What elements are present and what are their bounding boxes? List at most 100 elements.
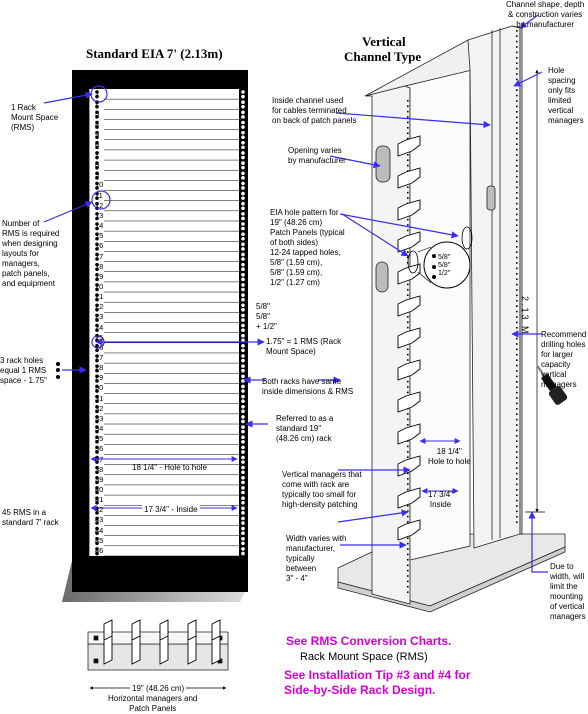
rack-hole-right [241,110,245,115]
rack-hole-left [95,399,99,403]
rack-hole-left [95,531,99,535]
manager-ring [397,455,421,477]
rack-hole-right [241,348,245,353]
rack-hole [516,143,518,145]
rack-hole-left [95,176,99,180]
rack-hole [407,100,409,102]
rack-hole-right [241,419,245,424]
rack-hole [407,575,409,577]
rms-number: 29 [95,373,104,383]
rack-hole [516,300,518,302]
rack-hole [516,278,518,280]
rack-hole [516,175,518,178]
vertical-manager-rings [397,135,421,541]
rack-hole-right [241,206,245,211]
rack-hole-right [241,516,245,521]
link-rms-conversion[interactable]: See RMS Conversion Charts. [286,634,452,648]
label-recommend-drilling: Recommend drilling holes for larger capa… [541,330,587,389]
rack-hole [516,413,518,415]
rack-hole-right [241,409,245,414]
rms-number: 3 [95,109,100,119]
rack-hole-left [95,486,99,490]
annotation-arrows [43,14,548,573]
rack-hole-left [95,490,99,495]
rack-hole [516,273,518,275]
rack-hole [407,456,409,458]
rack-hole-right [241,283,245,287]
label-horizontal-width: 19" (48.26 cm) [130,684,187,694]
rack-hole [407,316,409,318]
rack-hole [407,137,409,140]
label-rms-equation: 1.75" = 1 RMS (Rack Mount Space) [266,337,342,356]
rack-hole [516,246,518,248]
label-rack-mount-space: 1 Rack Mount Space (RMS) [11,103,59,132]
rack-hole [516,499,518,502]
rack-hole-left [95,141,99,145]
rack-hole [516,94,518,97]
rack-hole [516,364,518,367]
rack-hole-right [241,171,245,176]
rack-hole-left [95,389,99,393]
rack-hole-right [241,384,245,389]
rack-hole-right [241,252,245,257]
rack-hole [516,445,518,448]
rms-number: 36 [95,444,104,454]
rack-hole [516,429,518,432]
rack-hole-left [95,439,99,444]
rack-hole-left [95,293,99,297]
drill-icon [536,365,568,405]
rack-hole [407,164,409,167]
rack-hole-right [241,161,245,165]
rack-hole [407,229,409,232]
rack-hole-right [241,547,245,551]
rack-hole [516,516,518,518]
rack-hole-right [241,181,245,186]
rack-hole-left [95,480,99,485]
rack-shadow [62,536,246,602]
rack-hole [516,219,518,221]
rack-hole [516,132,518,135]
rack-hole [407,224,409,226]
rack-hole [516,170,518,172]
rack-hole-left [95,151,99,155]
rack-hole-left [95,435,99,440]
rack-hole-left [95,242,99,247]
label-inside-right: 17 3/4" Inside [428,490,454,509]
rms-number: 20 [95,281,104,291]
label-inside-left: 17 3/4" - Inside [142,505,200,515]
rack-hole [407,121,409,124]
manager-ring [211,619,221,665]
rack-hole-left [95,262,99,267]
rms-number: 23 [95,312,104,322]
rack-hole-right [241,455,245,460]
rack-hole [516,489,518,491]
rack-hole [516,202,518,205]
rack-hole [516,251,518,253]
rack-hole [516,73,518,75]
rack-hole-right [241,445,245,450]
rack-hole [516,283,518,286]
rms-number: 27 [95,353,104,363]
link-side-by-side[interactable]: Side-by-Side Rack Design. [284,683,436,697]
rack-hole-right [241,531,245,535]
rack-hole-left [95,94,99,99]
manager-ring [397,423,421,445]
rack-hole [407,289,409,291]
link-installation-tip[interactable]: See Installation Tip #3 and #4 for [284,668,471,682]
rack-hole [407,326,409,329]
rack-hole-left [95,450,99,454]
manager-ring [397,231,421,253]
rms-number: 44 [95,525,104,535]
rack-hole-left [95,186,99,190]
rack-hole [516,105,518,108]
rms-number: 42 [95,505,104,515]
rack-hole-right [241,465,245,470]
rack-hole [516,467,518,469]
rack-hole [407,251,409,253]
horizontal-manager [87,619,229,690]
rack-hole-right [241,368,245,373]
rack-hole-left [95,511,99,515]
rack-hole [516,138,518,140]
rack-hole-right [241,297,245,302]
rack-hole [516,321,518,324]
